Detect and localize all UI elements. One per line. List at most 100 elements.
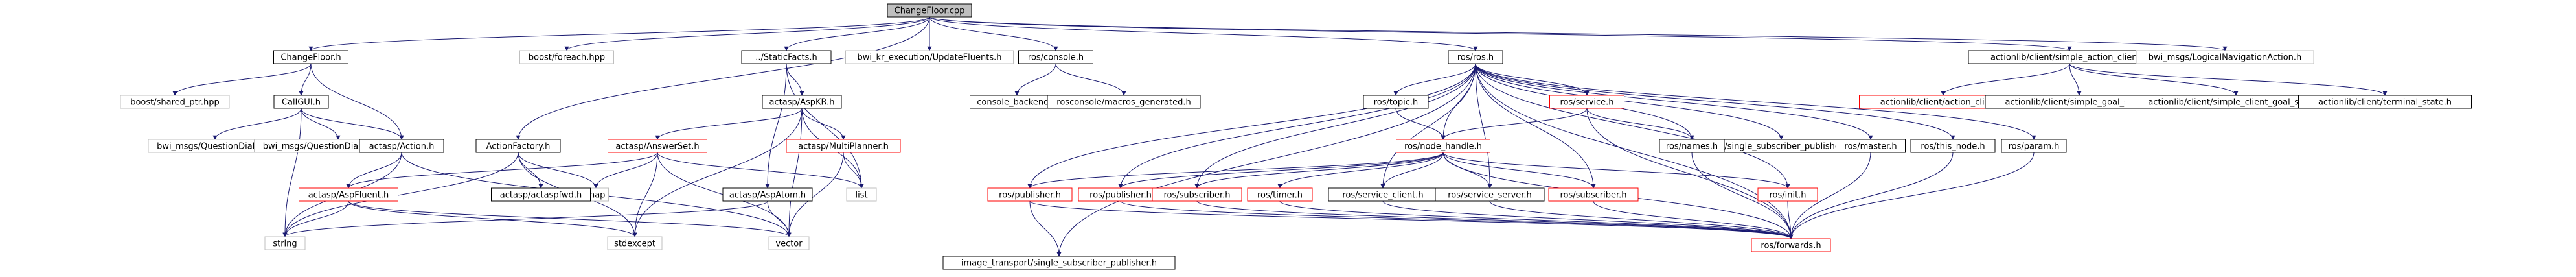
edge-n14-to-n26 — [1395, 108, 1446, 140]
node-image-transport-single-subscriber-publisher-h[interactable]: image_transport/single_subscriber_publis… — [942, 256, 1176, 270]
include-edge — [786, 63, 864, 189]
include-edge — [655, 108, 803, 140]
node-actasp-answerset-h[interactable]: actasp/AnswerSet.h — [608, 139, 707, 153]
node-ros-ros-h[interactable]: ros/ros.h — [1448, 50, 1503, 64]
include-edge — [1489, 200, 1794, 239]
node-actionlib-client-terminal-state-h[interactable]: actionlib/client/terminal_state.h — [2298, 95, 2472, 109]
include-edge — [1475, 63, 1794, 239]
node-callgui-h[interactable]: CallGUI.h — [273, 95, 329, 109]
edge-n6-to-n42 — [1475, 63, 1492, 189]
edge-n0-to-n8 — [929, 16, 2228, 51]
node-box — [1659, 139, 1725, 153]
node-ros-names-h[interactable]: ros/names.h — [1659, 139, 1725, 153]
edge-n6-to-n15 — [1475, 63, 1590, 96]
include-edge — [1395, 108, 1446, 140]
node-label: ros/console.h — [1028, 53, 1084, 63]
include-edge — [1055, 63, 1126, 96]
include-edge — [1475, 63, 2036, 140]
node-ros-this-node-h[interactable]: ros/this_node.h — [1910, 139, 1996, 153]
include-edge — [1382, 200, 1794, 239]
edge-n44-to-n49 — [1787, 200, 1794, 239]
node-ros-init-h[interactable]: ros/init.h — [1757, 187, 1818, 202]
include-edge — [1380, 63, 1476, 189]
include-edge — [929, 16, 2072, 51]
edge-n3-to-n11 — [786, 63, 804, 96]
edge-n15-to-n49 — [1586, 108, 1794, 239]
node-box — [846, 187, 877, 202]
edge-n35-to-n46 — [348, 200, 637, 237]
node-label: ros/init.h — [1769, 191, 1806, 200]
edge-n38-to-n49 — [1120, 200, 1794, 239]
edge-n29-to-n49 — [1788, 152, 1871, 239]
node-label: ros/service.h — [1560, 98, 1613, 108]
node-box — [1047, 95, 1201, 109]
edge-n26-to-n40 — [1277, 152, 1444, 189]
node-box — [264, 236, 306, 250]
node-box — [1548, 187, 1639, 202]
node-ros-console-h[interactable]: ros/console.h — [1018, 50, 1093, 64]
node-label: actionlib/client/simple_client_goal_stat… — [2148, 98, 2323, 108]
node-actasp-aspfluent-h[interactable]: actasp/AspFluent.h — [299, 187, 398, 202]
node-rosconsole-macros-generated-h[interactable]: rosconsole/macros_generated.h — [1047, 95, 1201, 109]
node-ros-node-handle-h[interactable]: ros/node_handle.h — [1396, 139, 1490, 153]
node-label: stdexcept — [614, 239, 655, 249]
edge-n7-to-n16 — [1941, 63, 2070, 96]
include-edge — [1787, 200, 1794, 239]
edge-n10-to-n21 — [301, 108, 341, 140]
node-ros-service-h[interactable]: ros/service.h — [1549, 95, 1624, 109]
include-edge — [516, 16, 930, 140]
node-ros-publisher-h[interactable]: ros/publisher.h — [1078, 187, 1163, 202]
node-bwi-msgs-questiondialog-h: bwi_msgs/QuestionDialog.h — [148, 139, 282, 153]
edge-n6-to-n48 — [1056, 63, 1476, 257]
edge-n6-to-n43 — [1475, 63, 1596, 189]
node-label: image_transport/single_subscriber_publis… — [961, 259, 1157, 269]
node-ros-master-h[interactable]: ros/master.h — [1836, 139, 1906, 153]
node-ros-topic-h[interactable]: ros/topic.h — [1363, 95, 1429, 109]
node-label: ActionFactory.h — [486, 142, 551, 152]
include-edge — [929, 16, 1058, 51]
node-box — [273, 95, 329, 109]
node-actionfactory-h[interactable]: ActionFactory.h — [475, 139, 561, 153]
node-box — [1910, 139, 1996, 153]
node-label: actionlib/client/terminal_state.h — [2318, 98, 2452, 108]
node-ros-service-server-h[interactable]: ros/service_server.h — [1435, 187, 1545, 202]
node-bwi-kr-execution-updatefluents-h: bwi_kr_execution/UpdateFluents.h — [845, 50, 1014, 64]
node-label: ros/this_node.h — [1921, 142, 1985, 152]
edge-n0-to-n2 — [564, 16, 930, 51]
node-actasp-actaspfwd-h[interactable]: actasp/actaspfwd.h — [491, 187, 591, 202]
include-edge — [1475, 63, 1790, 189]
node-actionlib-client-simple-client-goal-state-h[interactable]: actionlib/client/simple_client_goal_stat… — [2125, 95, 2347, 109]
node-actasp-aspkr-h[interactable]: actasp/AspKR.h — [762, 95, 842, 109]
node-ros-param-h[interactable]: ros/param.h — [2001, 139, 2067, 153]
node-console-backend-h[interactable]: console_backend.h — [970, 95, 1064, 109]
node-ros-subscriber-h[interactable]: ros/subscriber.h — [1152, 187, 1242, 202]
node-staticfacts-h[interactable]: ../StaticFacts.h — [741, 50, 832, 64]
node-ros-timer-h[interactable]: ros/timer.h — [1247, 187, 1313, 202]
node-list: list — [846, 187, 877, 202]
node-actasp-action-h[interactable]: actasp/Action.h — [359, 139, 444, 153]
node-changefloor-cpp[interactable]: ChangeFloor.cpp — [887, 3, 972, 18]
node-box — [491, 187, 591, 202]
node-actasp-multiplanner-h[interactable]: actasp/MultiPlanner.h — [786, 139, 901, 153]
node-label: actionlib/client/simple_goal_state.h — [2005, 98, 2154, 108]
node-ros-subscriber-h[interactable]: ros/subscriber.h — [1548, 187, 1639, 202]
edge-n15-to-n28 — [1586, 108, 1694, 140]
node-actasp-aspatom-h[interactable]: actasp/AspAtom.h — [722, 187, 813, 202]
edge-n15-to-n26 — [1441, 108, 1588, 140]
edge-n10-to-n20 — [212, 108, 302, 140]
node-ros-service-client-h[interactable]: ros/service_client.h — [1328, 187, 1438, 202]
node-label: ChangeFloor.h — [280, 53, 341, 63]
node-changefloor-h[interactable]: ChangeFloor.h — [273, 50, 348, 64]
node-box — [475, 139, 561, 153]
edge-n36-to-n45 — [282, 200, 768, 237]
node-actionlib-client-simple-action-client-h[interactable]: actionlib/client/simple_action_client.h — [1968, 50, 2171, 64]
node-ros-publisher-h[interactable]: ros/publisher.h — [987, 187, 1073, 202]
edge-n24-to-n33 — [657, 152, 864, 189]
edge-n31-to-n49 — [1788, 152, 2035, 239]
node-ros-forwards-h[interactable]: ros/forwards.h — [1751, 238, 1831, 252]
include-edge — [657, 152, 864, 189]
include-edge — [1014, 63, 1056, 96]
edge-n5-to-n12 — [1014, 63, 1056, 96]
node-box — [762, 95, 842, 109]
